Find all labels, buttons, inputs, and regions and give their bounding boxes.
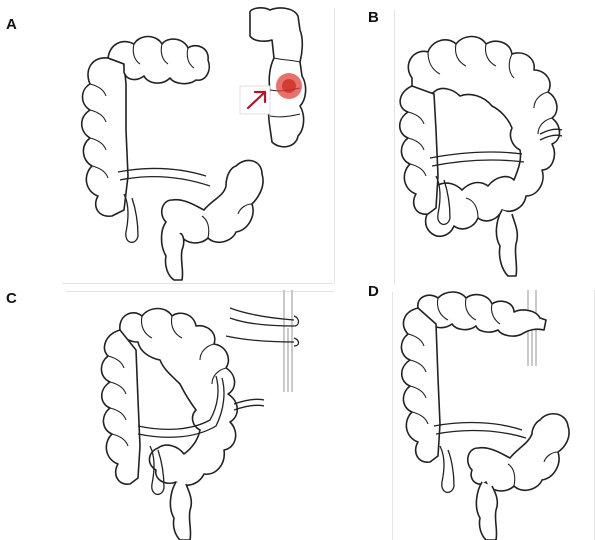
panel-b-drawing (362, 0, 595, 285)
ascending-colon (401, 308, 440, 462)
panel-d-drawing (362, 280, 595, 540)
ascending-colon (400, 86, 438, 214)
panel-a-drawing (0, 0, 300, 280)
panel-label: D (368, 283, 379, 300)
panel-b: B (362, 0, 595, 285)
sigmoid-colon (162, 160, 263, 242)
panel-label: C (6, 290, 17, 307)
panel-c: C (0, 280, 340, 540)
panel-label: B (368, 9, 379, 26)
rectum (476, 482, 497, 540)
panel-d: D (362, 280, 595, 540)
panel-divider (334, 8, 335, 283)
rectum (496, 210, 517, 276)
laparoscopic-instruments (284, 290, 292, 392)
ascending-colon (101, 330, 140, 484)
ascending-colon (82, 58, 128, 216)
lesion-marker-core (282, 79, 296, 93)
colon-illustration (401, 292, 569, 540)
panel-c-drawing (0, 280, 340, 540)
transverse-colon (418, 292, 546, 336)
panel-a: A (0, 0, 300, 280)
panel-label: A (6, 16, 17, 33)
colon-illustration (400, 37, 560, 277)
anastomosis-line (234, 399, 264, 410)
colon-illustration (82, 8, 306, 280)
rectum (170, 482, 191, 540)
